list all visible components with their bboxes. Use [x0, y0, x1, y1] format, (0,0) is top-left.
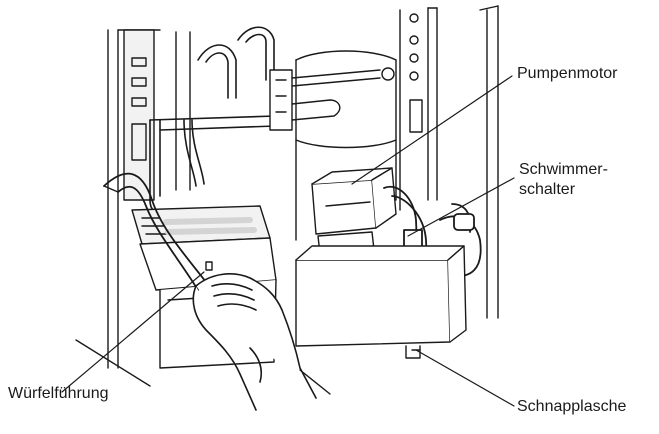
callout-leaders [61, 75, 515, 407]
leader-pump-motor [351, 75, 513, 185]
water-reservoir [295, 245, 467, 359]
hand-arm [192, 273, 317, 411]
label-float-switch: Schwimmer- schalter [519, 160, 608, 200]
refrigerant-tubing [149, 26, 277, 213]
label-pump-motor: Pumpenmotor [517, 65, 618, 82]
label-snap-tab: Schnapplasche [517, 398, 627, 415]
compressor-housing [295, 9, 423, 241]
label-float-switch-line2: schalter [519, 181, 576, 198]
label-cube-chute: Würfelführung [8, 385, 109, 402]
chute-scoop [103, 172, 207, 291]
label-float-switch-line1: Schwimmer- [519, 161, 608, 178]
control-bracket [269, 67, 395, 131]
left-rack-column [123, 29, 191, 201]
leader-float-switch [407, 177, 515, 237]
cabinet-frame [107, 5, 499, 369]
pump-motor [311, 167, 397, 260]
leader-snap-tab [415, 349, 515, 407]
leader-cube-chute [61, 271, 205, 393]
floor-line-2 [299, 369, 331, 395]
floor-line [75, 339, 151, 387]
